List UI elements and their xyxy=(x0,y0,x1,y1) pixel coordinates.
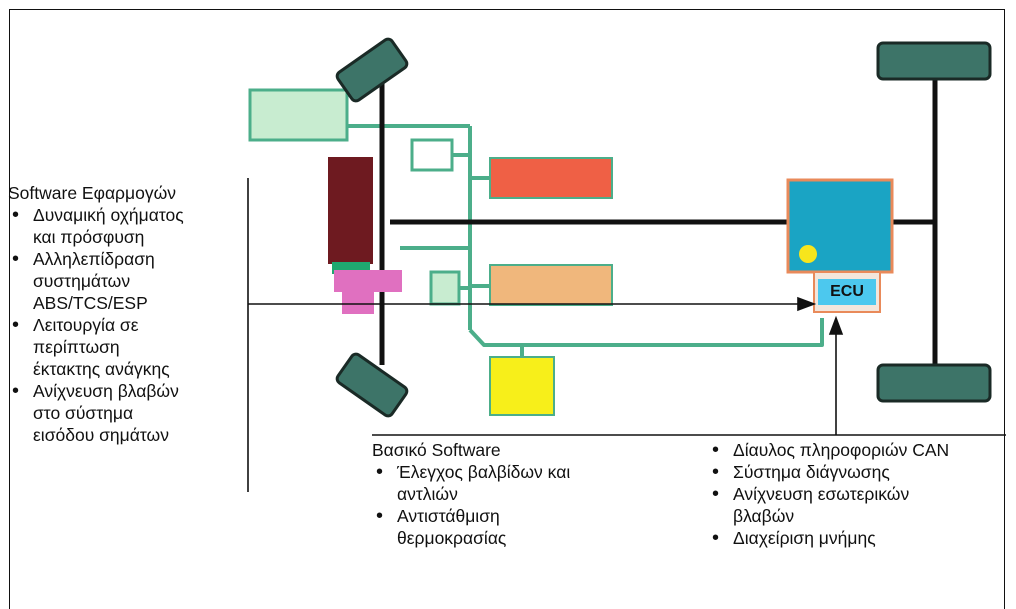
system-software-item: Σύστημα διάγνωσης xyxy=(708,461,949,483)
app-software-block: Software Εφαρμογών Δυναμική οχήματοςκαι … xyxy=(8,182,184,446)
ecu-label-box xyxy=(818,279,876,305)
app-software-item-line: και πρόσφυση xyxy=(33,227,145,247)
basic-software-title: Βασικό Software xyxy=(372,440,501,460)
basic-software-item-line: Αντιστάθμιση xyxy=(397,506,500,526)
inlet-valve-block xyxy=(489,157,613,199)
system-software-item-line: Σύστημα διάγνωσης xyxy=(733,462,890,482)
system-software-item-line: βλαβών xyxy=(733,506,795,526)
system-arrowhead xyxy=(828,315,844,335)
app-software-item-line: Λειτουργία σε xyxy=(33,315,139,335)
vehicle-brake-system-diagram xyxy=(247,37,1006,492)
brake-booster xyxy=(334,270,402,292)
app-software-item-line: ABS/TCS/ESP xyxy=(33,293,148,313)
system-software-item-line: Διαχείριση μνήμης xyxy=(733,528,876,548)
pump-motor xyxy=(489,356,555,416)
ecu-sensor-dot xyxy=(799,245,817,263)
basic-software-block: Βασικό Software Έλεγχος βαλβίδων καιαντλ… xyxy=(372,439,570,549)
app-software-item-line: Δυναμική οχήματος xyxy=(33,205,184,225)
small-valve-2 xyxy=(429,270,461,306)
hydraulic-module-top xyxy=(248,88,349,142)
app-software-item-line: Ανίχνευση βλαβών xyxy=(33,381,179,401)
basic-software-item-line: θερμοκρασίας xyxy=(397,528,507,548)
ecu-label: ECU xyxy=(830,283,864,300)
app-software-item-line: περίπτωση xyxy=(33,337,120,357)
master-cylinder xyxy=(328,157,373,264)
app-software-item-line: Αλληλεπίδραση xyxy=(33,249,155,269)
basic-software-item-line: αντλιών xyxy=(397,484,458,504)
basic-software-item-line: Έλεγχος βαλβίδων και xyxy=(397,462,571,482)
rear-left-wheel xyxy=(876,41,992,81)
front-left-wheel xyxy=(335,37,409,103)
basic-software-list: Έλεγχος βαλβίδων καιαντλιώνΑντιστάθμισηθ… xyxy=(372,461,570,549)
system-software-block: Δίαυλος πληροφοριών CANΣύστημα διάγνωσης… xyxy=(708,439,949,549)
system-software-item: Δίαυλος πληροφοριών CAN xyxy=(708,439,949,461)
app-software-item-line: έκτακτης ανάγκης xyxy=(33,359,170,379)
front-right-wheel xyxy=(335,352,409,418)
app-software-title: Software Εφαρμογών xyxy=(8,183,176,203)
brake-booster-lower xyxy=(342,292,374,314)
rear-right-wheel xyxy=(876,363,992,403)
system-software-list: Δίαυλος πληροφοριών CANΣύστημα διάγνωσης… xyxy=(708,439,949,549)
app-software-arrowhead xyxy=(797,296,817,312)
system-software-item-line: Δίαυλος πληροφοριών CAN xyxy=(733,440,950,460)
hydraulic-lines xyxy=(348,124,824,357)
pointer-lines xyxy=(247,178,1006,492)
outlet-valve-block xyxy=(489,264,613,306)
small-valve-1 xyxy=(410,138,454,172)
app-software-item-line: στο σύστημα xyxy=(33,403,134,423)
line-bottom-to-ecu xyxy=(468,318,824,347)
system-software-item: Διαχείριση μνήμης xyxy=(708,527,949,549)
app-software-item-line: εισόδου σημάτων xyxy=(33,425,169,445)
app-software-item-line: συστημάτων xyxy=(33,271,131,291)
system-software-item-line: Ανίχνευση εσωτερικών xyxy=(733,484,910,504)
